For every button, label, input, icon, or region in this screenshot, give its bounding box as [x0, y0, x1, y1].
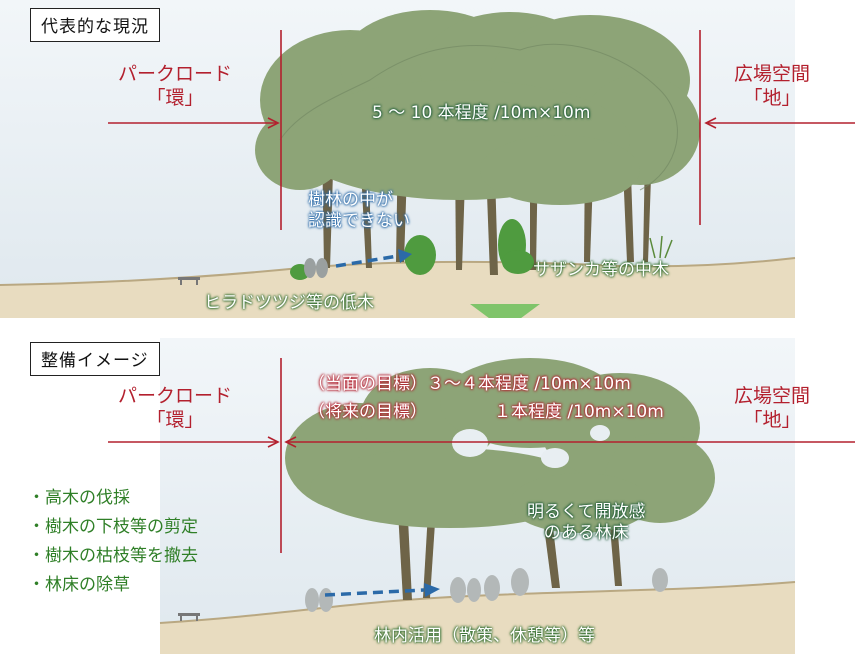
ground [0, 258, 795, 318]
transition-down-arrow [470, 304, 540, 318]
plaza-kanji: 「地」 [743, 408, 801, 431]
boundary-lines [108, 30, 855, 230]
thinned-canopy [285, 358, 715, 533]
goal-future-value: １本程度 /10m×10m [494, 402, 664, 422]
forest-floor-line-2: のある林床 [543, 523, 629, 544]
section-label-current: 代表的な現況 [30, 8, 160, 42]
low-trees-label: ヒラドツツジ等の低木 [204, 293, 374, 313]
park-road-label: パークロード 「環」 [118, 385, 232, 433]
action-item: ・高木の伐採 [28, 488, 130, 508]
view-blocked-arrow [335, 249, 412, 268]
goal-current-label: （当面の目標）３〜４本程度 /10m×10m [308, 374, 631, 394]
park-road-label: パークロード 「環」 [118, 63, 232, 111]
current-state-panel: 代表的な現況 パークロード 「環」 広場空間 「地」 5 〜 10 本程度 /1… [0, 0, 855, 318]
action-item: ・樹木の下枝等の剪定 [28, 517, 198, 537]
section-label-improvement: 整備イメージ [30, 342, 160, 376]
park-road-name: パークロード [118, 385, 233, 407]
goal-future-label: （将来の目標） [308, 402, 427, 422]
bench-left [178, 277, 200, 285]
tree-density-label: 5 〜 10 本程度 /10m×10m [372, 103, 591, 123]
grass-tufts [649, 235, 673, 259]
canopy-gaps [452, 425, 610, 468]
visibility-line-1: 樹林の中が [308, 190, 393, 210]
forest-floor-line-1: 明るくて開放感 [527, 502, 646, 522]
plaza-name: 広場空間 [734, 385, 811, 407]
view-open-arrow [324, 583, 440, 597]
plaza-name: 広場空間 [734, 63, 811, 85]
action-item: ・林床の除草 [28, 575, 130, 595]
plaza-kanji: 「地」 [743, 86, 801, 109]
park-road-name: パークロード [118, 63, 233, 85]
people-figures [305, 568, 668, 612]
park-road-kanji: 「環」 [146, 86, 204, 109]
bench-left [178, 613, 200, 621]
improved-forest-illustration [108, 338, 855, 654]
park-road-kanji: 「環」 [146, 408, 204, 431]
usage-label: 林内活用（散策、休憩等）等 [374, 626, 595, 646]
mid-trees-label: サザンカ等の中木 [533, 260, 669, 280]
current-forest-illustration [0, 0, 855, 318]
forest-floor-label: 明るくて開放感 のある林床 [527, 502, 646, 545]
plaza-label: 広場空間 「地」 [734, 63, 810, 111]
people-figures [304, 258, 328, 278]
plaza-label: 広場空間 「地」 [734, 385, 810, 433]
boundary-lines [108, 358, 855, 553]
maintenance-actions-list: ・高木の伐採 ・樹木の下枝等の剪定 ・樹木の枯枝等を撤去 ・林床の除草 [28, 484, 198, 600]
visibility-note: 樹林の中が 認識できない [308, 190, 410, 233]
boundary-arrowheads [267, 117, 717, 129]
visibility-line-2: 認識できない [308, 211, 410, 232]
boundary-arrowheads [267, 436, 297, 448]
ground [160, 582, 795, 654]
action-item: ・樹木の枯枝等を撤去 [28, 546, 198, 566]
improvement-panel: 整備イメージ パークロード 「環」 広場空間 「地」 （当面の目標）３〜４本程度… [0, 338, 855, 654]
